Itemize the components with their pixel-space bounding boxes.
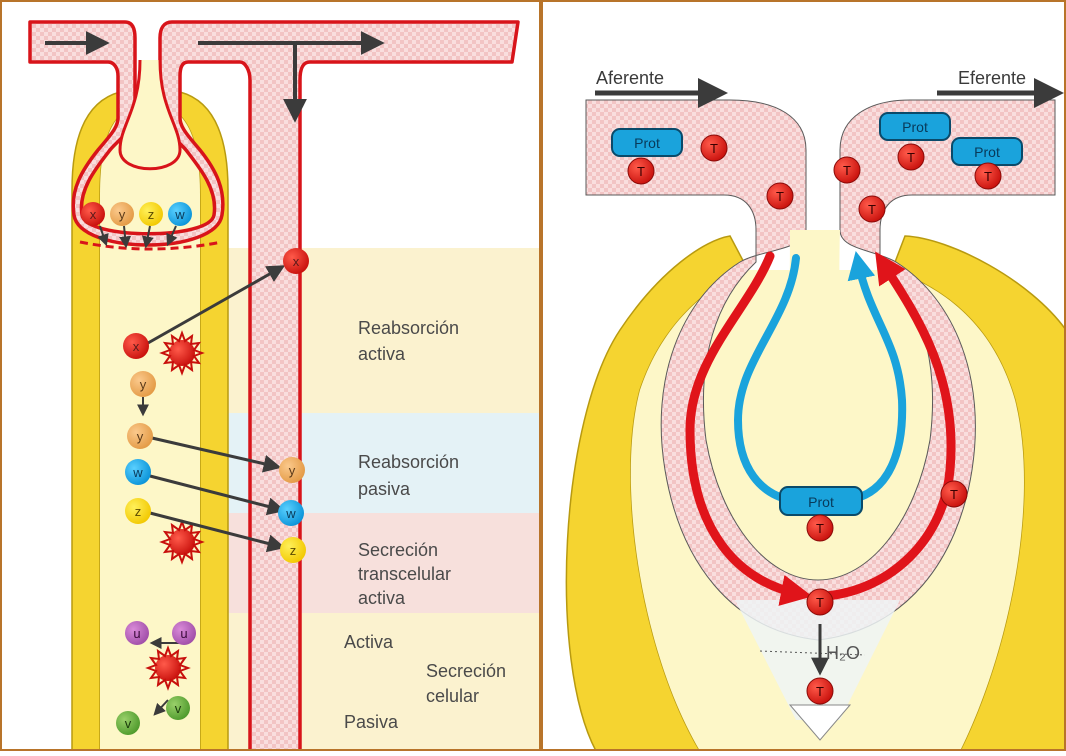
diagram-stage: x y z w <box>0 0 1066 751</box>
figure-border <box>0 0 1066 751</box>
